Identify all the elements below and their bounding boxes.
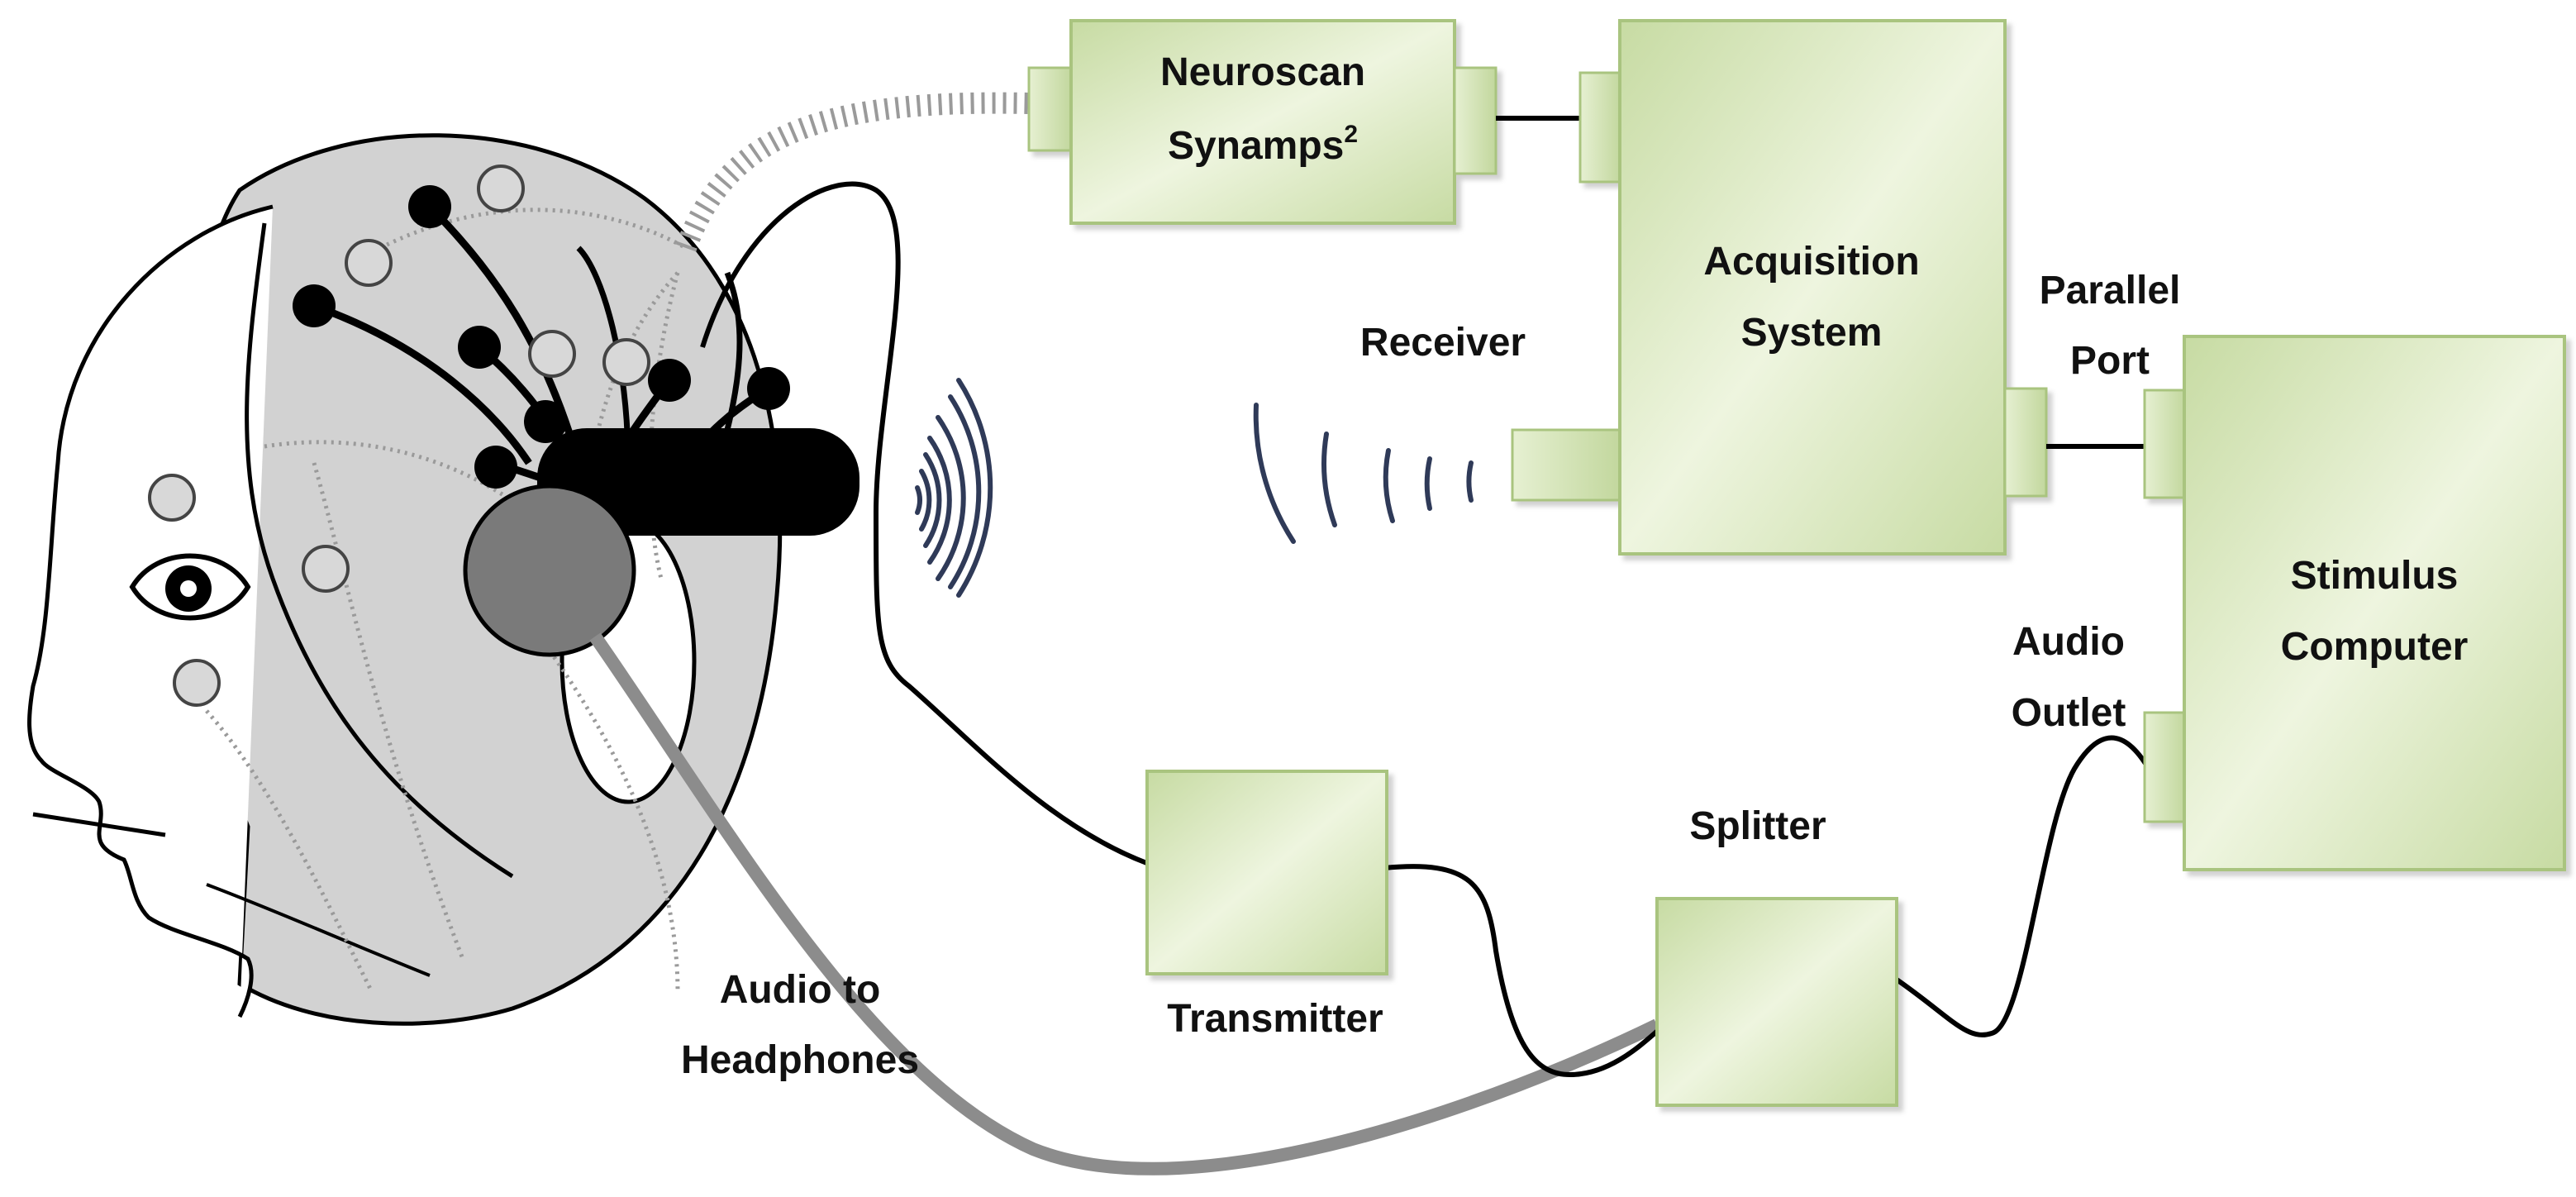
neuroscan-label-line1: Neuroscan: [1160, 50, 1365, 94]
eeg-cable-dotted: [675, 92, 1030, 252]
neuroscan-label-synamps: Synamps: [1168, 124, 1344, 168]
transmitter-box: [1145, 770, 1388, 975]
head-with-eeg-cap-icon: [27, 133, 859, 1026]
neuroscan-label-superscript: 2: [1344, 121, 1358, 148]
neuroscan-label-line2: Synamps2: [1168, 121, 1358, 168]
transmitter-cable: [700, 181, 1150, 866]
acquisition-label-line2: System: [1741, 311, 1883, 355]
parallel-port-label-line1: Parallel: [2040, 269, 2181, 312]
wireless-signal-icon: [915, 378, 1474, 598]
splitter-label: Splitter: [1689, 804, 1826, 848]
stimulus-label-line1: Stimulus: [2291, 554, 2459, 598]
splitter-outlet-cable: [1895, 735, 2151, 1037]
eye-icon: [129, 553, 251, 621]
splitter-box: [1655, 897, 1898, 1107]
parallel-port-label-line2: Port: [2070, 339, 2150, 383]
stimulus-label-line2: Computer: [2281, 625, 2469, 669]
neuroscan-synamps-box: [1027, 19, 1498, 225]
stimulus-computer-box: [2143, 335, 2566, 871]
audio-headphones-label-line2: Headphones: [681, 1038, 919, 1082]
receiver-label: Receiver: [1360, 321, 1526, 365]
audio-headphones-label-line1: Audio to: [720, 968, 881, 1012]
audio-outlet-label-line2: Outlet: [2012, 691, 2126, 735]
acquisition-system-box: [1511, 19, 2048, 556]
transmitter-label: Transmitter: [1167, 997, 1383, 1041]
transmitter-splitter-cable: [1383, 864, 1661, 1078]
headphone-audio-cable: [589, 632, 1660, 1176]
audio-outlet-label-line1: Audio: [2012, 620, 2125, 664]
acquisition-label-line1: Acquisition: [1703, 240, 1919, 284]
